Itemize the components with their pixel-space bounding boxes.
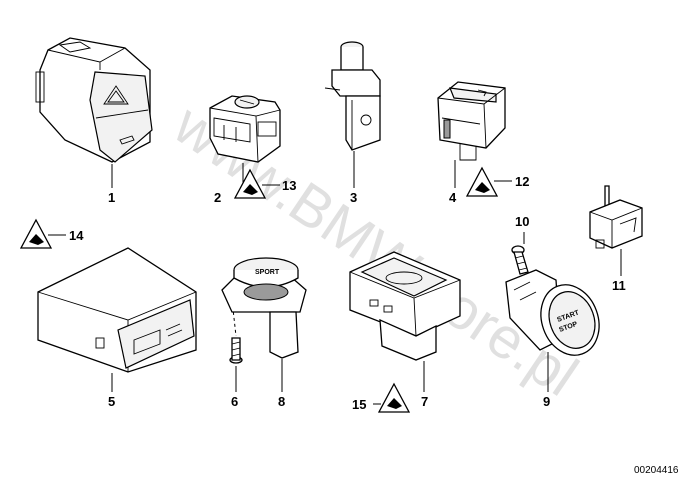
hazard-triangle-inner-icon — [107, 90, 125, 103]
part-5-switch-block[interactable] — [37, 247, 197, 373]
part-8-sport-button[interactable]: SPORT — [221, 257, 307, 359]
switch-lens — [360, 114, 372, 126]
document-number: 00204416 — [634, 465, 679, 476]
part-number-7: 7 — [421, 394, 428, 409]
warning-symbol-icon — [243, 184, 258, 195]
warning-triangle-13 — [233, 168, 267, 199]
part-number-6: 6 — [231, 394, 238, 409]
part-number-15: 15 — [352, 397, 366, 412]
part-3-brake-light-switch[interactable] — [324, 41, 381, 151]
part-7-switch-module[interactable] — [349, 251, 461, 361]
warning-triangle-12 — [465, 166, 499, 197]
warning-symbol-icon — [387, 398, 402, 409]
warning-triangle-14 — [19, 218, 53, 249]
part-number-11: 11 — [612, 278, 626, 293]
part-number-1: 1 — [108, 190, 115, 205]
part-number-10: 10 — [515, 214, 529, 229]
part-11-small-switch[interactable] — [589, 185, 643, 249]
part-number-5: 5 — [108, 394, 115, 409]
part-number-13: 13 — [282, 178, 296, 193]
seat-icon — [477, 89, 487, 97]
part-10-screw[interactable] — [511, 245, 529, 275]
warning-triangle-15 — [377, 382, 411, 413]
part-number-3: 3 — [350, 190, 357, 205]
part-6-screw[interactable] — [229, 337, 243, 364]
sport-button-label: SPORT — [255, 269, 280, 276]
part-number-9: 9 — [543, 394, 550, 409]
part-number-12: 12 — [515, 174, 529, 189]
part-number-14: 14 — [69, 228, 84, 243]
sport-mode-icon — [165, 323, 183, 337]
car-lock-icon — [119, 135, 135, 145]
part-number-8: 8 — [278, 394, 285, 409]
part-9-start-stop-button[interactable]: START STOP — [505, 269, 609, 363]
hazard-triangle-icon — [103, 85, 129, 105]
part-number-4: 4 — [449, 190, 457, 205]
part-number-2: 2 — [214, 190, 221, 205]
part-1-hazard-switch[interactable] — [35, 37, 153, 163]
part-4-seat-switch[interactable] — [437, 81, 506, 161]
warning-symbol-icon — [475, 182, 490, 193]
warning-symbol-icon — [29, 234, 44, 245]
part-2-rocker-switch[interactable] — [209, 95, 281, 163]
